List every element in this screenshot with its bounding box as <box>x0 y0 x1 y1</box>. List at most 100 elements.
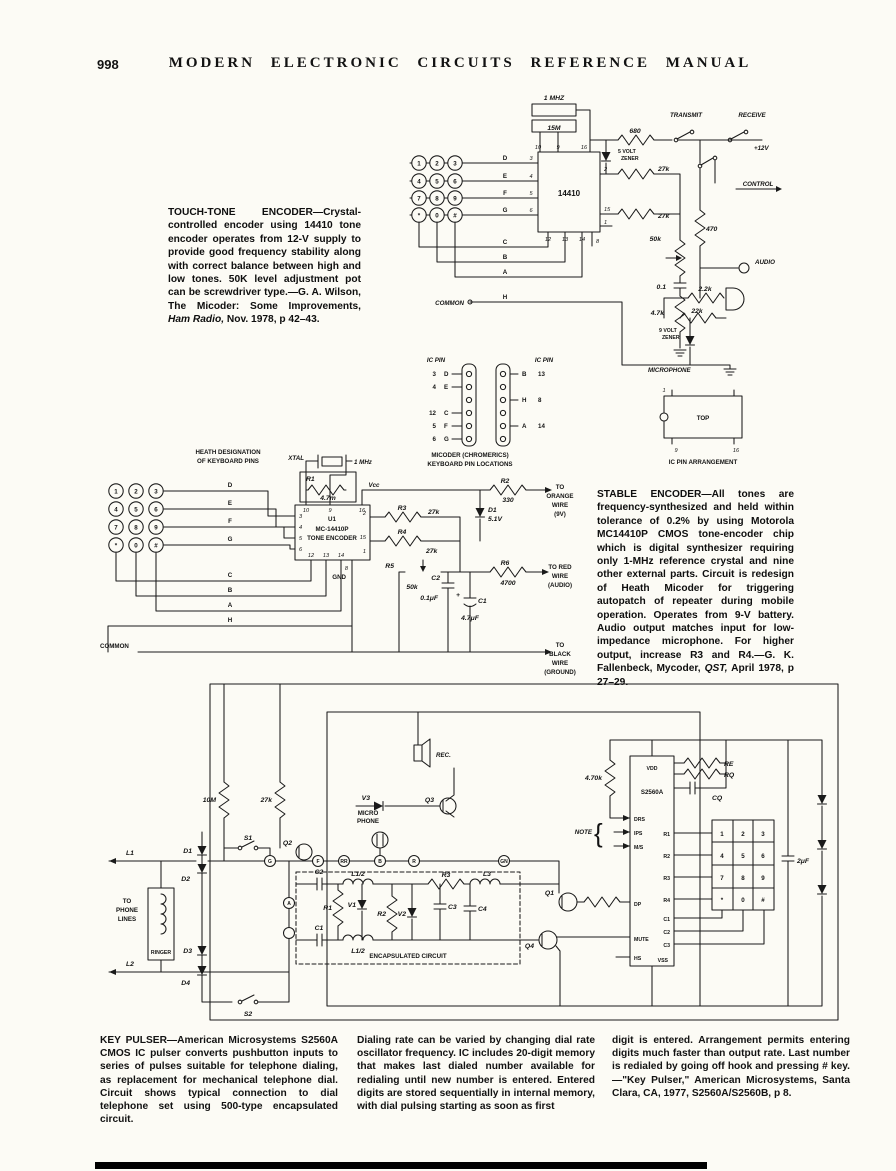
s2-key-9: 9 <box>154 524 158 531</box>
s2-heath-1: HEATH DESIGNATION <box>195 449 261 456</box>
s3-pin-r2: R2 <box>663 854 670 860</box>
mid-l2-row: E <box>444 384 448 391</box>
s2-pin4: 4 <box>299 525 302 531</box>
s3-v2-label: V2 <box>398 911 407 918</box>
s3-key-1: 1 <box>720 831 724 838</box>
s1-pin2: 2 <box>603 167 608 173</box>
s3-node-rr: RR <box>340 859 348 865</box>
s1-pin10: 10 <box>535 145 542 151</box>
s1-key-3: 3 <box>453 160 457 167</box>
s1-row-b: B <box>503 254 508 261</box>
touch-tone-caption-tail: Nov. 1978, p 42–43. <box>224 314 320 326</box>
s3-q4-label: Q4 <box>525 943 534 950</box>
s3-node-a: A <box>287 901 291 907</box>
mid-r2-row: H <box>522 397 527 404</box>
s1-12v-label: +12V <box>754 145 769 152</box>
s3-s2-label: S2 <box>244 1011 253 1018</box>
s3-c4-label: C4 <box>478 906 487 913</box>
page-title: MODERN ELECTRONIC CIRCUITS REFERENCE MAN… <box>168 55 752 71</box>
s2-pin10: 10 <box>303 508 310 514</box>
s2-pin3: 3 <box>299 514 303 520</box>
stable-encoder-schematic-labels: HEATH DESIGNATION OF KEYBOARD PINS XTAL … <box>100 449 576 676</box>
mid-l3-pin: 12 <box>429 410 436 417</box>
mid-r2-pin: 8 <box>538 397 542 404</box>
s2-u1-label: U1 <box>328 516 336 523</box>
stable-encoder-caption-text: STABLE ENCODER—All tones are frequency-s… <box>597 489 794 675</box>
s3-v1-label: V1 <box>348 902 357 909</box>
s3-pin-drs: DRS <box>634 817 645 823</box>
s2-r6-label: R6 <box>501 560 510 567</box>
mid-top-label: TOP <box>697 415 710 422</box>
s3-node-r: R <box>412 859 416 865</box>
s1-xtal-r: 15M <box>547 125 561 132</box>
mid-r1-pin: 13 <box>538 371 545 378</box>
mid-r3-pin: 14 <box>538 423 545 430</box>
key-pulser-caption-col2: Dialing rate can be varied by changing d… <box>357 1034 595 1113</box>
s3-key-8: 8 <box>741 875 745 882</box>
s1-key-9: 9 <box>453 195 457 202</box>
s2-r3-value: 27k <box>427 509 441 516</box>
s3-key-2: 2 <box>741 831 745 838</box>
s3-2uf-label: 2μF <box>796 858 810 865</box>
s3-r47k-label: 4.70k <box>584 775 603 782</box>
s3-encapsulated-label: ENCAPSULATED CIRCUIT <box>369 953 446 960</box>
s3-note-brace: { <box>594 818 603 848</box>
s2-vcc-label: Vcc <box>368 482 380 489</box>
touch-tone-caption-italic: Ham Radio, <box>168 314 225 326</box>
s2-row-c: C <box>228 572 233 579</box>
mid-left-header: IC PIN <box>427 357 446 364</box>
s2-orange-1: TO <box>556 484 565 491</box>
s1-zener5-label-1: 5 VOLT <box>618 149 637 155</box>
key-pulser-caption-col3-text: digit is entered. Arrangement permits en… <box>612 1035 850 1099</box>
s2-r6-value: 4700 <box>499 580 515 587</box>
s3-phone-line-3: LINES <box>118 916 136 923</box>
s3-rq-label: RQ <box>724 772 735 779</box>
s2-pin5: 5 <box>299 536 303 542</box>
s3-key-4: 4 <box>720 853 724 860</box>
s2-pin9: 9 <box>328 508 331 514</box>
s2-d1-value: 5.1V <box>488 516 503 523</box>
s2-key-2: 2 <box>134 488 138 495</box>
s1-row-d: D <box>503 155 508 162</box>
s3-l2-label: L2 <box>126 961 134 968</box>
s2-chip-name-1: MC-14410P <box>315 526 348 533</box>
s1-row-f: F <box>503 190 507 197</box>
s2-r2-label: R2 <box>501 478 510 485</box>
s2-row-f: F <box>228 518 232 525</box>
s1-zener9-label-1: 9 VOLT <box>659 328 678 334</box>
s3-l3-label: L3 <box>483 871 491 878</box>
s2-black-2: BLACK <box>549 651 571 658</box>
s1-pin16: 16 <box>581 145 588 151</box>
s2-pin15: 15 <box>360 535 367 541</box>
s2-row-e: E <box>228 500 232 507</box>
s1-receive-label: RECEIVE <box>738 112 766 119</box>
key-pulser-schematic-labels: REC. V3 Q3 MICRO PHONE 10M 27k S1 Q2 D1 … <box>116 752 810 1018</box>
s3-node-f: F <box>316 859 319 865</box>
s3-d3-label: D3 <box>183 948 192 955</box>
s1-key-hash: # <box>453 212 457 219</box>
mid-arr-pin1: 1 <box>662 388 665 394</box>
s2-red-1: TO RED <box>548 564 572 571</box>
s2-pin8: 8 <box>345 566 349 572</box>
s3-d2-label: D2 <box>181 876 190 883</box>
s2-black-4: (GROUND) <box>544 669 576 676</box>
s3-key-3: 3 <box>761 831 765 838</box>
s3-pin-c3: C3 <box>663 943 670 949</box>
s3-key-0: 0 <box>741 897 745 904</box>
s3-key-6: 6 <box>761 853 765 860</box>
s2-black-1: TO <box>556 642 565 649</box>
s1-row-h: H <box>503 294 508 301</box>
mid-arr-pin16: 16 <box>733 448 740 454</box>
s3-micro-label: MICRO <box>358 810 379 817</box>
s1-r680: 680 <box>629 128 641 135</box>
s3-phone-line-1: TO <box>123 898 132 905</box>
s2-r1-label: R1 <box>306 476 315 483</box>
s1-pin13: 13 <box>562 237 569 243</box>
touch-tone-caption: TOUCH-TONE ENCODER—Crystal-controlled en… <box>168 206 361 327</box>
s2-pin14: 14 <box>338 553 344 559</box>
s2-black-3: WIRE <box>552 660 568 667</box>
s3-c2-label: C2 <box>315 869 324 876</box>
s2-r5-value: 50k <box>406 584 419 591</box>
s1-r22k: 2.2k <box>697 286 712 293</box>
